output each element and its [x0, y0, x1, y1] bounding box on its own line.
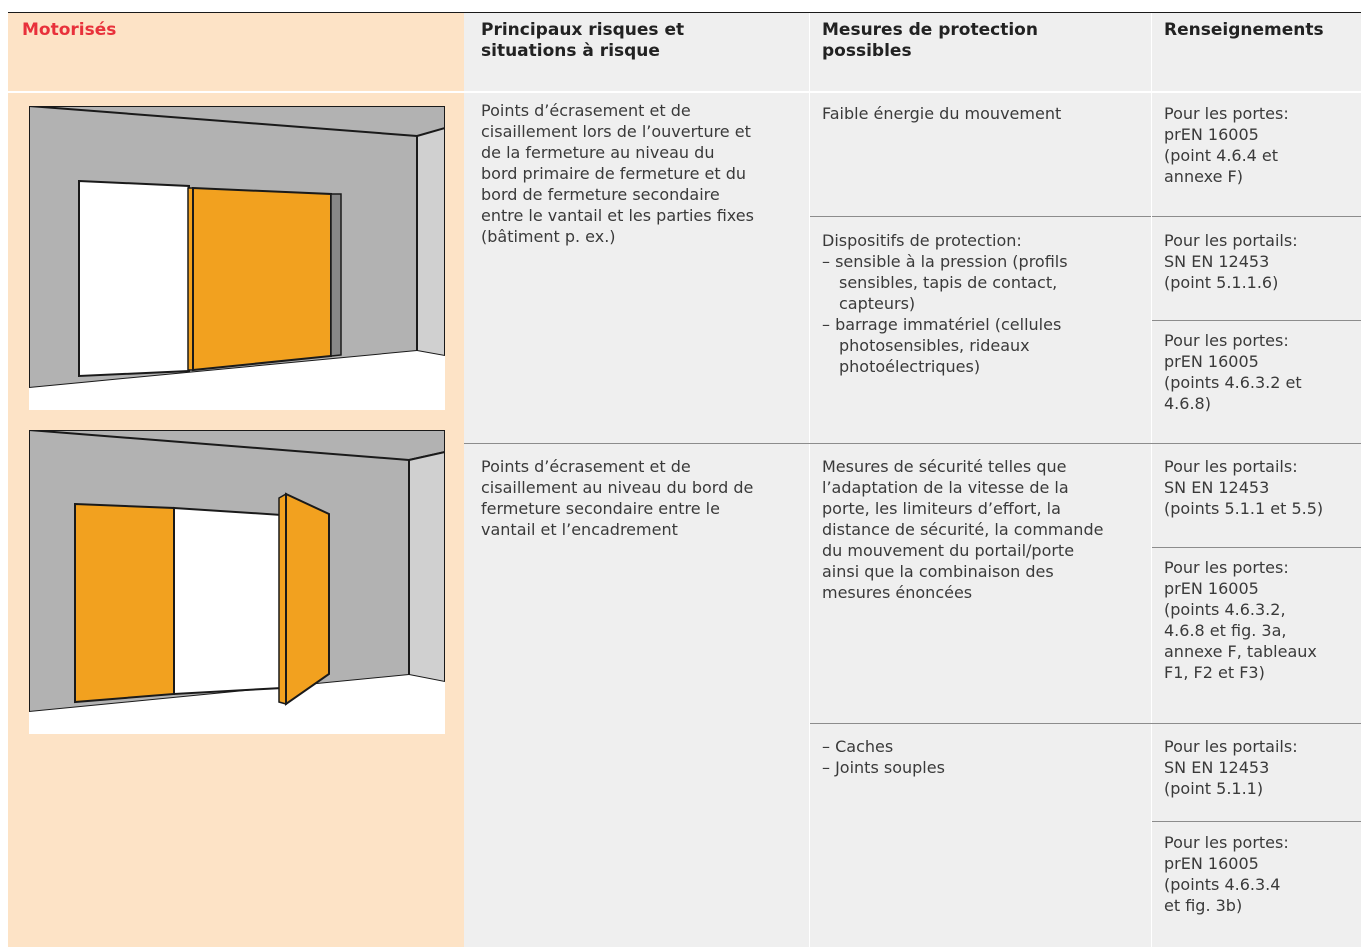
row-rule	[1152, 547, 1361, 548]
header-separator	[8, 91, 1361, 93]
info-column	[1152, 13, 1361, 947]
measure-cell-2: Dispositifs de protection: – sensible à …	[822, 231, 1068, 376]
swing-gate-illustration	[29, 430, 445, 734]
info-cell-1: Pour les portes:prEN 16005(point 4.6.4 e…	[1164, 104, 1289, 186]
header-risks: Principaux risques et situations à risqu…	[481, 20, 685, 61]
measures-column	[810, 13, 1151, 947]
row-rule	[1152, 216, 1361, 217]
row-rule	[810, 216, 1151, 217]
measure-cell-1: Faible énergie du mouvement	[822, 104, 1062, 123]
risk-column	[464, 13, 809, 947]
info-cell-2: Pour les portails:SN EN 12453(point 5.1.…	[1164, 231, 1298, 292]
info-cell-4: Pour les portails:SN EN 12453(points 5.1…	[1164, 457, 1324, 518]
header-info: Renseignements	[1164, 20, 1324, 40]
info-cell-5: Pour les portes:prEN 16005(points 4.6.3.…	[1164, 558, 1317, 682]
row-rule	[1152, 821, 1361, 822]
sliding-door-illustration	[29, 106, 445, 410]
info-cell-3: Pour les portes:prEN 16005(points 4.6.3.…	[1164, 331, 1302, 413]
row-rule	[1152, 320, 1361, 321]
header-measures: Mesures de protection possibles	[822, 20, 1038, 61]
info-cell-7: Pour les portes:prEN 16005(points 4.6.3.…	[1164, 833, 1289, 915]
measure-cell-4: – Caches– Joints souples	[822, 737, 945, 777]
row-rule	[464, 443, 1361, 444]
header-motorises: Motorisés	[22, 20, 117, 40]
table-top-rule	[8, 12, 1361, 13]
info-cell-6: Pour les portails:SN EN 12453(point 5.1.…	[1164, 737, 1298, 798]
row-rule	[810, 723, 1361, 724]
